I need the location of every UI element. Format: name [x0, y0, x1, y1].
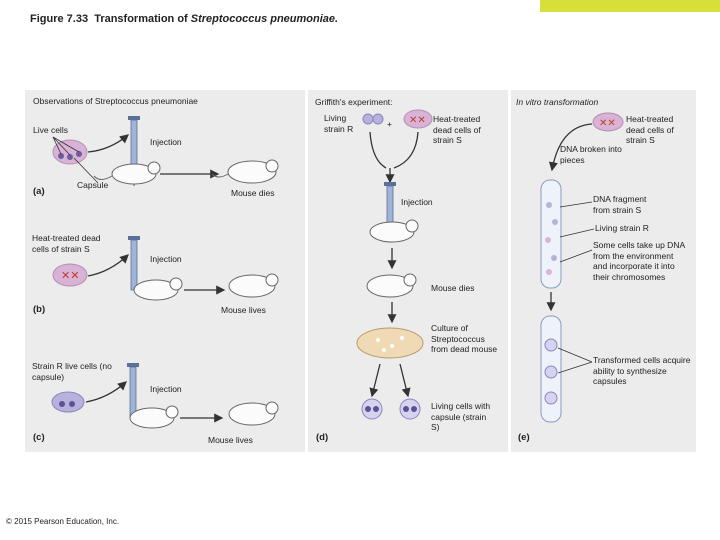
heat-treated-cells-blob	[592, 112, 624, 132]
panel-c-letter: (c)	[33, 432, 45, 443]
copyright-notice: © 2015 Pearson Education, Inc.	[6, 517, 120, 526]
svg-text:✕✕: ✕✕	[599, 118, 616, 129]
figure-label: Figure 7.33	[30, 13, 89, 25]
panel-b-letter: (b)	[33, 304, 46, 315]
figure-title: Figure 7.33 Transformation of Streptococ…	[30, 13, 338, 25]
dead-mouse-icon	[211, 159, 279, 184]
heat-treated-cells-blob	[52, 263, 88, 287]
uptake-label: Some cells take up DNA from the environm…	[593, 240, 685, 282]
syringe-icon	[127, 363, 139, 418]
mouse-icon	[93, 161, 161, 185]
living-capsule-label: Living cells with capsule (strain S)	[431, 401, 491, 432]
panel-e-letter: (e)	[518, 432, 530, 443]
test-tube-icon	[540, 315, 562, 423]
mouse-lives-label: Mouse lives	[221, 305, 266, 315]
strain-r-label: Strain R live cells (no capsule)	[32, 361, 112, 382]
strain-r-cells-blob	[51, 391, 85, 413]
live-cells-blob	[52, 139, 88, 165]
injection-label: Injection	[150, 137, 182, 147]
live-mouse-icon	[228, 273, 279, 298]
panel-d-letter: (d)	[316, 432, 329, 443]
heat-treated-label: Heat-treated dead cells of strain S	[433, 114, 481, 145]
figure-title-italic: Streptococcus pneumoniae.	[190, 13, 339, 25]
test-tube-icon	[540, 179, 562, 289]
plus-sign: +	[387, 119, 392, 129]
mouse-icon	[133, 277, 183, 301]
mouse-dies-label: Mouse dies	[431, 283, 475, 293]
accent-bar-mask	[0, 0, 540, 12]
living-strain-r-label: Living strain R	[595, 223, 649, 233]
figure-title-prefix: Transformation of	[94, 13, 188, 25]
capsule-cell	[361, 398, 383, 420]
svg-text:✕✕: ✕✕	[409, 115, 426, 126]
mouse-lives-label: Mouse lives	[208, 435, 253, 445]
panel-d-graphics: ✕✕	[356, 109, 433, 420]
living-strain-r-label: Living strain R	[324, 113, 354, 134]
syringe-icon	[384, 182, 396, 227]
panel-e-graphics: ✕✕	[540, 112, 624, 423]
invitro-header: In vitro transformation	[516, 97, 599, 107]
dna-fragment-label: DNA fragment from strain S	[593, 194, 647, 215]
mouse-icon	[129, 405, 179, 429]
heat-treated-cells-blob	[403, 109, 433, 129]
mouse-dies-label: Mouse dies	[231, 188, 275, 198]
capsule-cell	[399, 398, 421, 420]
live-cells-label: Live cells	[33, 125, 68, 135]
panel-b-graphics: ✕✕	[52, 236, 279, 301]
panel-a-letter: (a)	[33, 186, 45, 197]
heat-treated-label: Heat-treated dead cells of strain S	[32, 233, 101, 254]
injection-label: Injection	[401, 197, 433, 207]
observations-header: Observations of Streptococcus pneumoniae	[33, 96, 198, 106]
culture-dish-icon	[356, 327, 424, 359]
transformed-label: Transformed cells acquire ability to syn…	[593, 355, 691, 386]
injection-label: Injection	[150, 254, 182, 264]
griffith-header: Griffith's experiment:	[315, 97, 393, 107]
mouse-icon	[369, 219, 419, 243]
dna-broken-label: DNA broken into pieces	[560, 144, 622, 165]
culture-label: Culture of Streptococcus from dead mouse	[431, 323, 498, 354]
live-mouse-icon	[228, 401, 279, 426]
syringe-icon	[128, 236, 140, 291]
capsule-label: Capsule	[77, 180, 109, 190]
panel-a-graphics	[52, 116, 279, 186]
svg-text:✕✕: ✕✕	[61, 270, 79, 282]
dead-mouse-icon	[366, 273, 417, 298]
panel-c-graphics	[51, 363, 279, 429]
injection-label: Injection	[150, 384, 182, 394]
heat-treated-label: Heat-treated dead cells of strain S	[626, 114, 674, 145]
